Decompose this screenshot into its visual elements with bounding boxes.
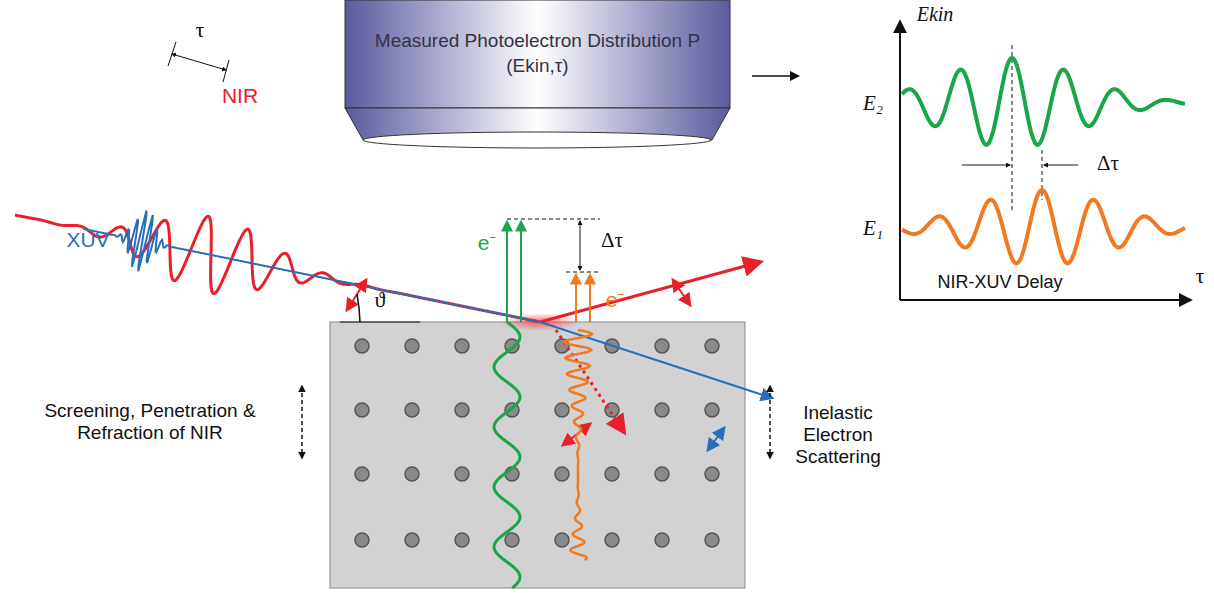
- output-arrow: [752, 75, 798, 77]
- delay-bracket: [168, 42, 229, 82]
- angle-symbol: ϑ: [375, 287, 386, 312]
- angle-arc: [357, 294, 360, 322]
- axis-label: NIR-XUV Delay: [937, 272, 1062, 293]
- energy-label: E₁: [863, 216, 883, 240]
- process-label: Screening, Penetration & Refraction of N…: [15, 400, 285, 444]
- beam-name: XUV: [66, 228, 109, 252]
- axis-label: τ: [1196, 263, 1205, 288]
- detector-label: Measured Photoelectron Distribution P (E…: [373, 29, 703, 78]
- delay-traces: [902, 58, 1185, 263]
- depth-arrow: [301, 386, 303, 458]
- crystal-slab: [330, 322, 745, 588]
- beams: [15, 211, 772, 588]
- atom-lattice: [355, 339, 719, 547]
- delay-symbol: Δτ: [601, 228, 623, 252]
- axis-label: Ekin: [917, 3, 954, 26]
- delay-symbol: τ: [196, 17, 205, 42]
- delay-symbol: Δτ: [1097, 151, 1119, 175]
- process-label: Inelastic Electron Scattering: [788, 402, 888, 468]
- depth-arrow: [769, 386, 771, 458]
- beam-name: NIR: [222, 84, 258, 108]
- detector-box: Measured Photoelectron Distribution P (E…: [345, 0, 730, 108]
- plot-axes: [900, 22, 1190, 300]
- angle-base: [340, 322, 420, 323]
- detector: [345, 0, 730, 148]
- energy-label: E₂: [863, 91, 883, 115]
- electron-label: e⁻: [478, 231, 497, 255]
- electron-label: e⁻: [606, 288, 625, 312]
- electron-arrows: [507, 219, 600, 322]
